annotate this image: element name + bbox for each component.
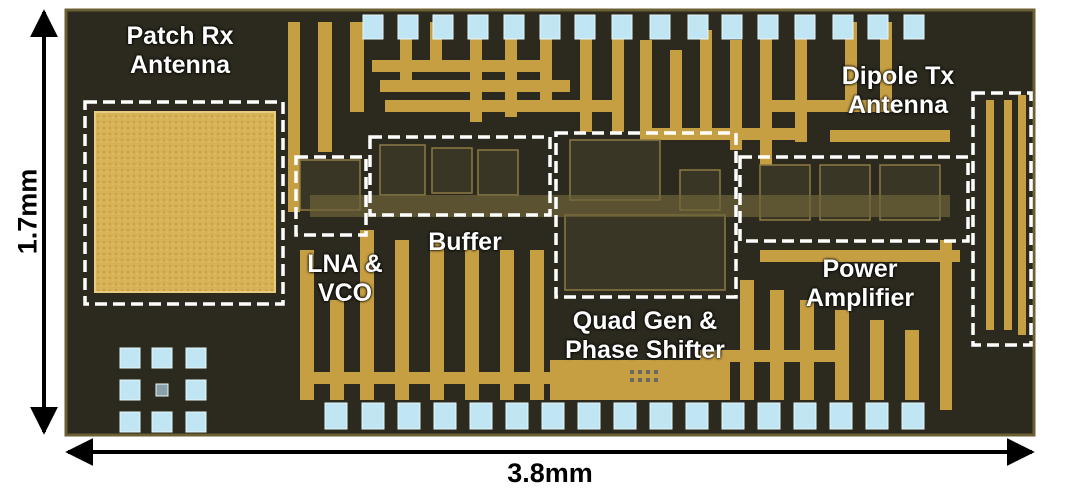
label-dipole-tx-antenna: Dipole Tx Antenna <box>818 62 978 120</box>
label-qg-line1: Quad Gen & <box>572 307 718 335</box>
label-patch-rx-line2: Antenna <box>130 51 230 79</box>
label-patch-rx-antenna: Patch Rx Antenna <box>100 22 260 80</box>
label-lna-line1: LNA & <box>307 250 383 278</box>
block-outlines <box>83 91 1033 347</box>
width-dimension-label: 3.8mm <box>507 458 593 488</box>
label-power-amplifier: Power Amplifier <box>785 255 935 313</box>
label-patch-rx-line1: Patch Rx <box>126 22 234 50</box>
patch-antenna-metal <box>94 111 276 293</box>
label-pa-line2: Amplifier <box>805 284 915 312</box>
label-pa-line1: Power <box>822 255 898 283</box>
label-quad-gen-phase-shifter: Quad Gen & Phase Shifter <box>540 307 750 365</box>
metal-traces <box>288 22 960 410</box>
height-dimension-label: 1.7mm <box>12 168 43 255</box>
pad-cluster <box>119 347 207 433</box>
dipole-antenna-metal <box>986 95 1026 335</box>
label-buffer: Buffer <box>428 228 502 256</box>
test-pad-array <box>630 370 658 382</box>
box-buffer <box>368 135 552 217</box>
box-lna-vco <box>294 155 368 237</box>
label-lna-vco: LNA & VCO <box>290 250 400 308</box>
box-power-amp <box>738 155 970 243</box>
label-qg-line2: Phase Shifter <box>565 336 725 364</box>
box-dipole-tx <box>971 91 1033 347</box>
top-bond-pads <box>362 14 925 40</box>
box-quad-gen <box>554 131 738 299</box>
box-patch-rx <box>83 100 285 306</box>
bottom-bond-pads <box>324 402 925 430</box>
label-lna-line2: VCO <box>317 279 373 307</box>
label-dipole-tx-line1: Dipole Tx <box>841 62 955 90</box>
label-dipole-tx-line2: Antenna <box>848 91 948 119</box>
